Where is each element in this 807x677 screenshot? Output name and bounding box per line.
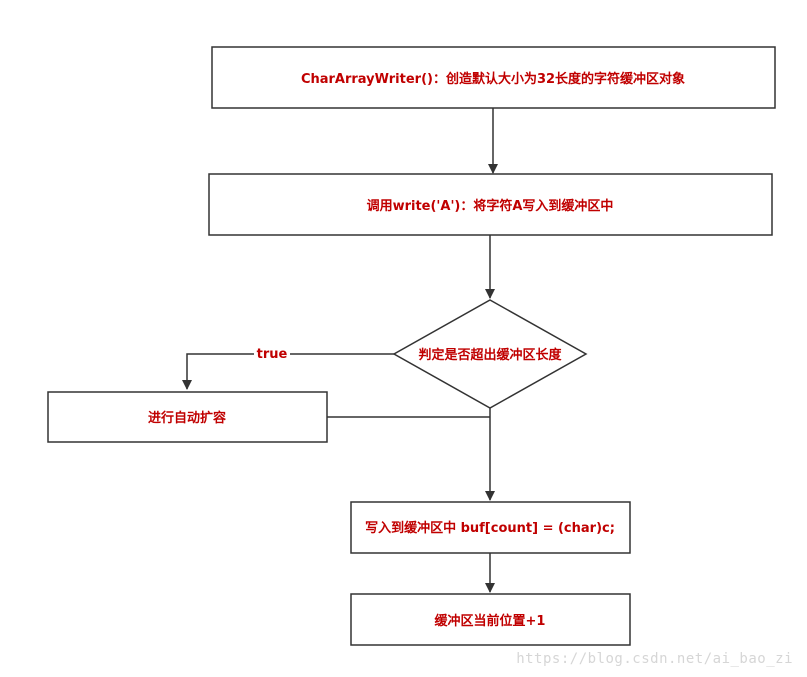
- edge-true-label: true: [257, 347, 288, 362]
- node-increment-position-label: 缓冲区当前位置+1: [435, 613, 546, 629]
- node-call-write-label: 调用write('A')：将字符A写入到缓冲区中: [367, 198, 614, 214]
- node-auto-expand: 进行自动扩容: [47, 391, 328, 443]
- edge-decision-true-to-expand: [182, 353, 394, 390]
- node-increment-position: 缓冲区当前位置+1: [350, 593, 631, 646]
- node-write-to-buffer-label: 写入到缓冲区中 buf[count] = (char)c;: [365, 520, 615, 536]
- watermark: https://blog.csdn.net/ai_bao_zi: [516, 651, 793, 667]
- node-call-write: 调用write('A')：将字符A写入到缓冲区中: [208, 173, 773, 236]
- node-create-buffer: CharArrayWriter()：创造默认大小为32长度的字符缓冲区对象: [211, 46, 776, 109]
- node-check-overflow: 判定是否超出缓冲区长度: [392, 299, 588, 409]
- node-auto-expand-label: 进行自动扩容: [148, 410, 226, 426]
- node-write-to-buffer: 写入到缓冲区中 buf[count] = (char)c;: [350, 501, 631, 554]
- edge-true-label-bg: [254, 345, 290, 362]
- node-create-buffer-label: CharArrayWriter()：创造默认大小为32长度的字符缓冲区对象: [301, 71, 685, 87]
- node-check-overflow-label: 判定是否超出缓冲区长度: [418, 347, 562, 363]
